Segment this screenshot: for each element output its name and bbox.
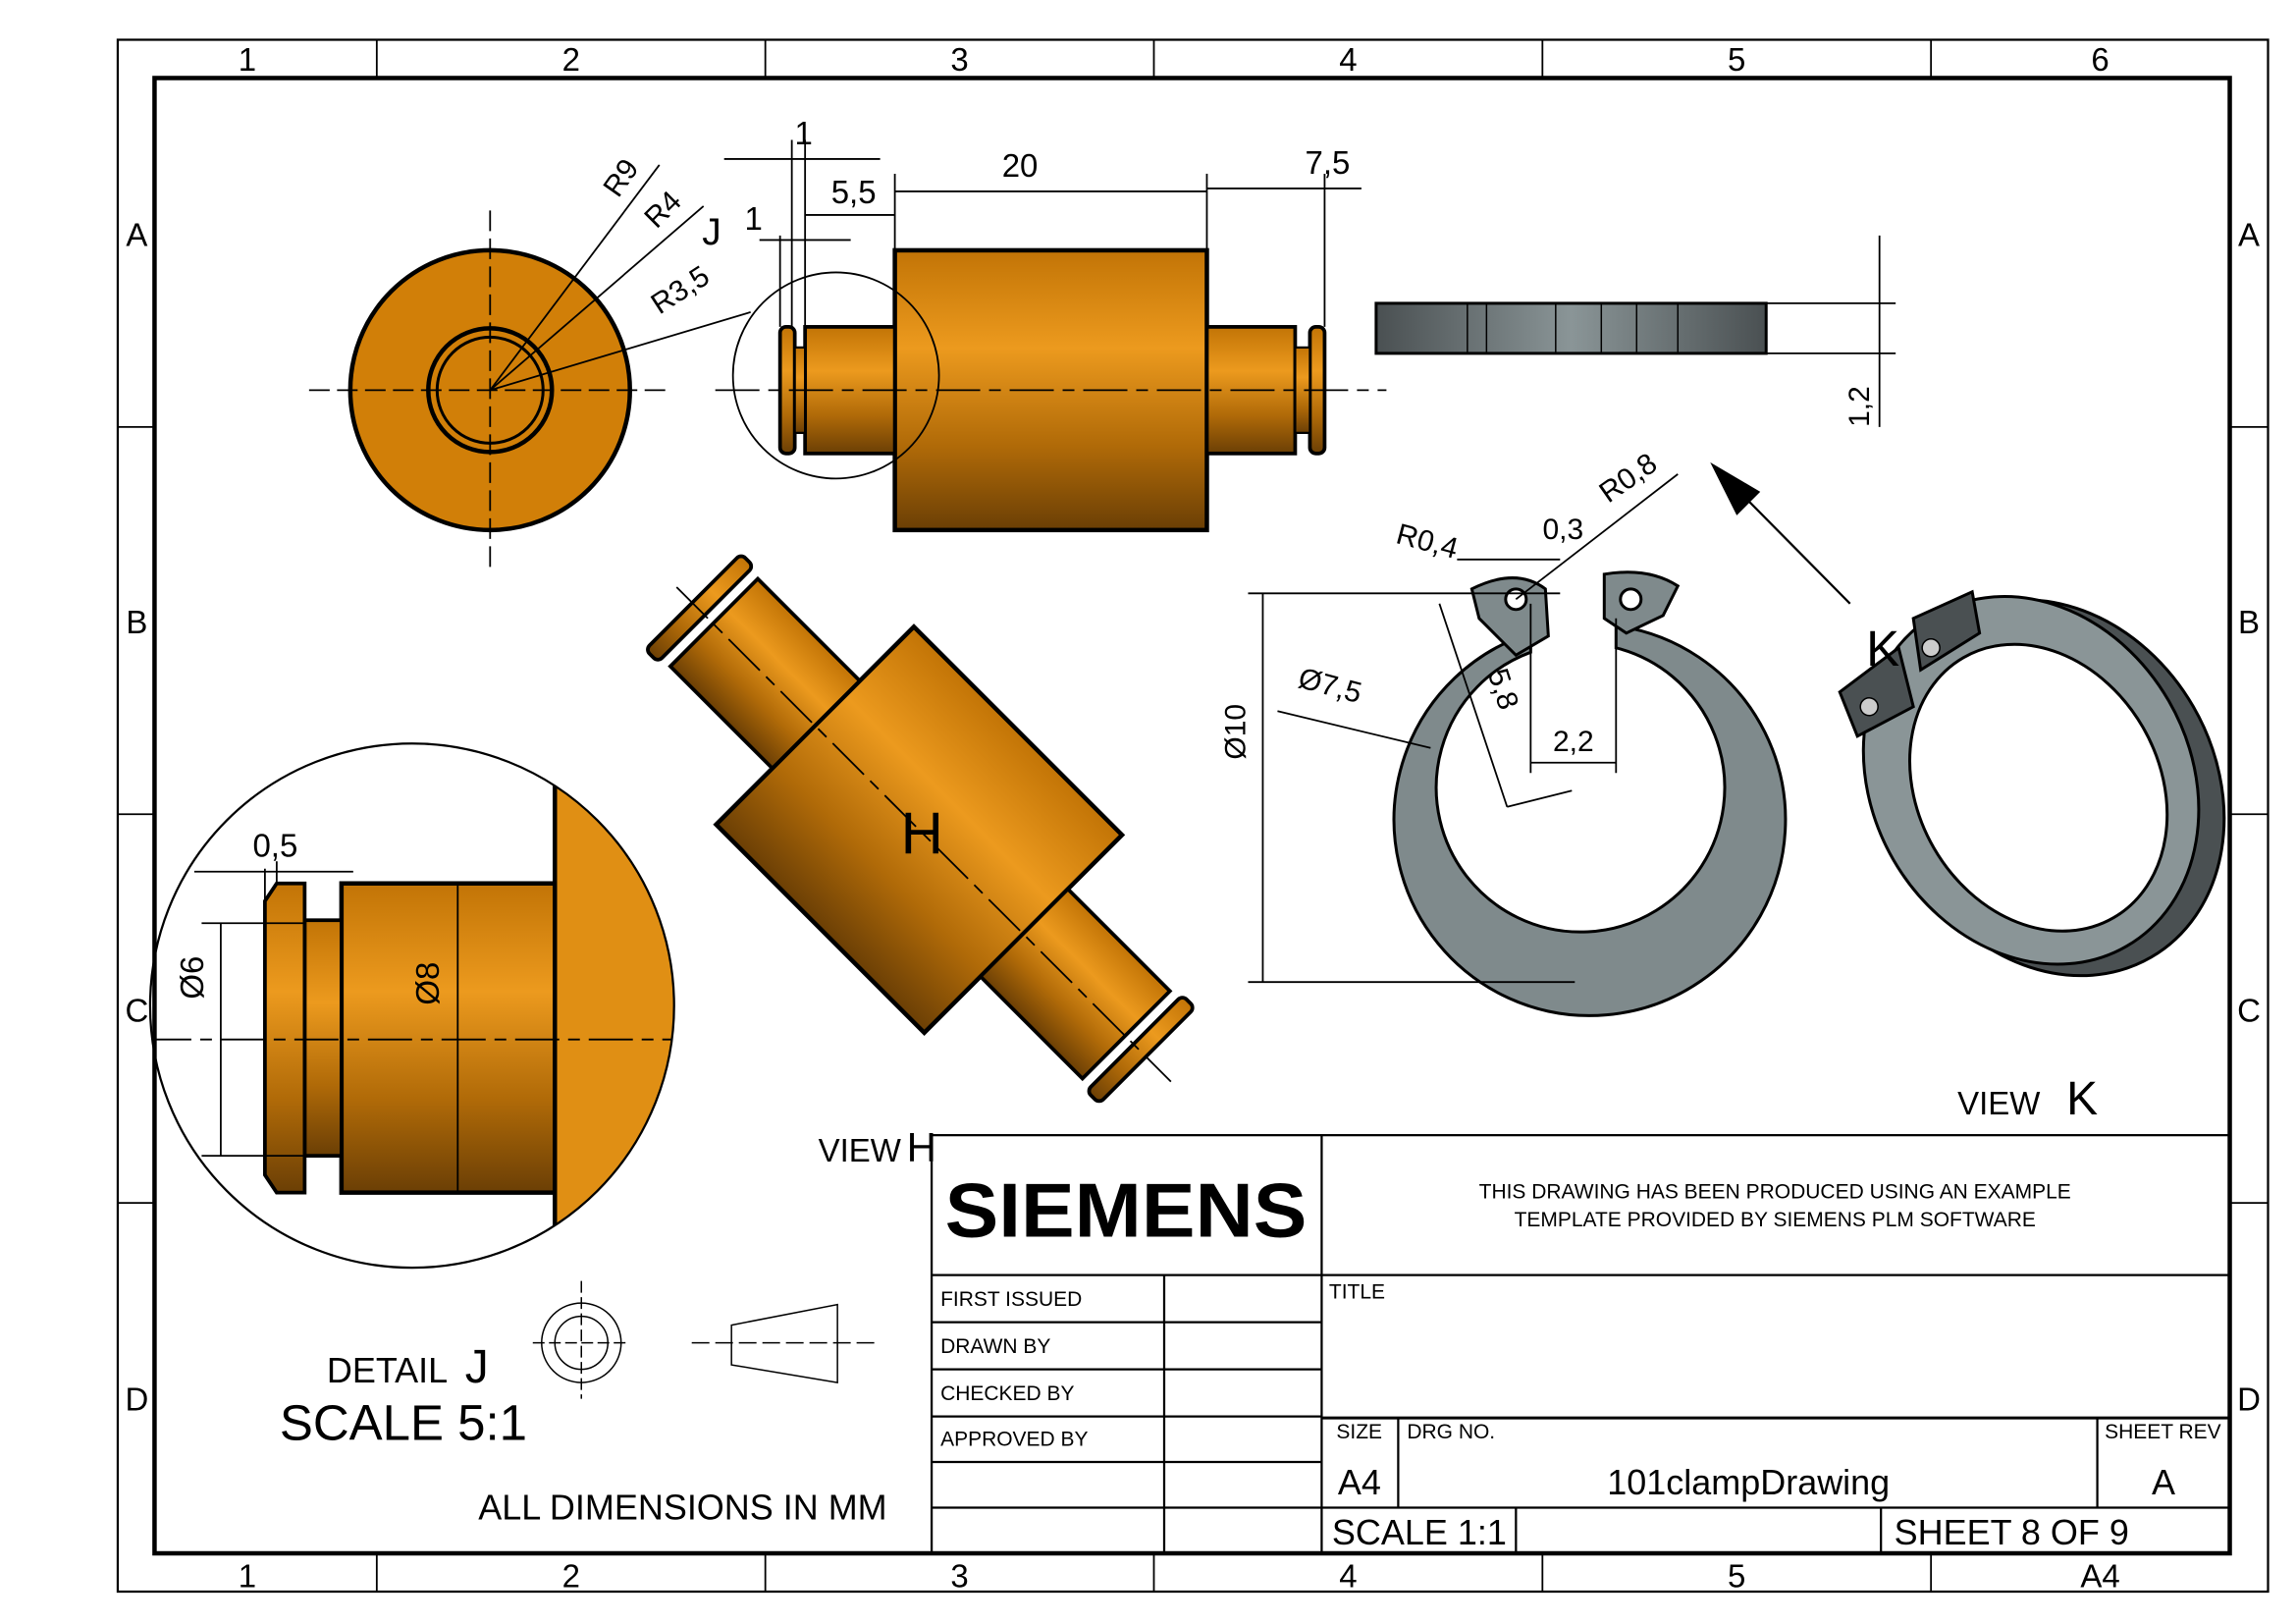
detail-scale: SCALE 5:1: [280, 1395, 527, 1451]
ring-front-view: R0,4 0,3 R0,8 Ø7,5 5,8 2,2 Ø10: [1219, 447, 1788, 1017]
ring-isometric-view: K VIEW K: [1838, 589, 2226, 1125]
title-block: SIEMENS THIS DRAWING HAS BEEN PRODUCED U…: [930, 1134, 2231, 1555]
approved-by-label: APPROVED BY: [940, 1429, 1088, 1451]
column-label: 2: [562, 1558, 580, 1595]
end-view: R9 R4 J R3,5: [308, 153, 751, 568]
drg-no-label: DRG NO.: [1407, 1421, 1495, 1443]
column-label: 3: [950, 1558, 968, 1595]
detail-label-word: DETAIL: [327, 1350, 448, 1390]
column-label: 5: [1728, 1558, 1745, 1595]
column-label: 2: [562, 41, 580, 78]
view-k-label-letter: K: [2066, 1073, 2098, 1125]
dim-dia8: Ø8: [409, 962, 446, 1005]
dim-1-top: 1: [794, 115, 812, 151]
first-issued-label: FIRST ISSUED: [940, 1288, 1082, 1311]
detail-marker-j: J: [702, 211, 721, 253]
row-label: B: [126, 604, 147, 640]
dim-5-5: 5,5: [831, 174, 877, 210]
side-view: 1 1 5,5 20 7,5: [715, 115, 1387, 533]
title-label: TITLE: [1329, 1281, 1385, 1304]
column-label: A4: [2080, 1558, 2119, 1595]
row-label: D: [126, 1381, 149, 1418]
column-label: 4: [1339, 41, 1357, 78]
template-note-line2: TEMPLATE PROVIDED BY SIEMENS PLM SOFTWAR…: [1515, 1209, 2036, 1231]
sheet-number: SHEET 8 OF 9: [1895, 1512, 2129, 1552]
dim-r0-4: R0,4: [1393, 518, 1462, 566]
dim-1-2: 1,2: [1843, 386, 1876, 427]
ring-edge-view: 1,2: [1374, 235, 1896, 605]
dim-0-5: 0,5: [252, 828, 297, 864]
row-label: A: [126, 216, 147, 252]
siemens-logo: SIEMENS: [945, 1167, 1308, 1254]
dim-r0-8: R0,8: [1593, 447, 1663, 509]
dim-2-2: 2,2: [1553, 726, 1594, 758]
row-label: D: [2237, 1381, 2261, 1418]
detail-label-letter: J: [465, 1341, 489, 1393]
row-label: A: [2238, 216, 2260, 252]
dim-r3-5: R3,5: [646, 260, 716, 321]
column-label: 5: [1728, 41, 1745, 78]
size-value: A4: [1338, 1462, 1381, 1502]
shaft-isometric-view: [646, 554, 1195, 1104]
units-note: ALL DIMENSIONS IN MM: [478, 1488, 886, 1528]
dim-dia7-5: Ø7,5: [1295, 662, 1364, 710]
scale-value: SCALE 1:1: [1332, 1512, 1507, 1552]
size-label: SIZE: [1336, 1421, 1382, 1443]
sheet-rev-value: A: [2152, 1462, 2175, 1502]
sheet-rev-label: SHEET REV: [2105, 1421, 2221, 1443]
column-label: 1: [239, 1558, 256, 1595]
dim-1-lower: 1: [745, 200, 763, 237]
projection-symbol: [532, 1280, 880, 1399]
column-label: 4: [1339, 1558, 1357, 1595]
view-k-label-word: VIEW: [1957, 1085, 2040, 1121]
detail-j-view: 0,5 Ø6 Ø8: [148, 742, 675, 1270]
dim-r9: R9: [597, 153, 645, 202]
detail-j-boundary: [731, 271, 940, 480]
drg-no-value: 101clampDrawing: [1607, 1462, 1890, 1502]
dim-7-5: 7,5: [1306, 144, 1351, 181]
dim-dia6: Ø6: [174, 956, 210, 1000]
checked-by-label: CHECKED BY: [940, 1382, 1074, 1405]
view-h-marker: H: [901, 801, 943, 867]
dim-dia10: Ø10: [1219, 704, 1252, 760]
row-label: C: [126, 993, 149, 1029]
column-label: 3: [950, 41, 968, 78]
dim-20: 20: [1002, 147, 1039, 184]
row-label: C: [2237, 993, 2261, 1029]
view-h-label-word: VIEW: [819, 1132, 901, 1168]
column-label: 6: [2091, 41, 2109, 78]
row-label: B: [2238, 604, 2260, 640]
column-label: 1: [239, 41, 256, 78]
template-note-line1: THIS DRAWING HAS BEEN PRODUCED USING AN …: [1479, 1181, 2071, 1204]
dim-5-8: 5,8: [1481, 665, 1524, 714]
view-k-marker: K: [1866, 621, 1899, 677]
dim-0-3: 0,3: [1542, 514, 1583, 546]
drawn-by-label: DRAWN BY: [940, 1335, 1050, 1358]
